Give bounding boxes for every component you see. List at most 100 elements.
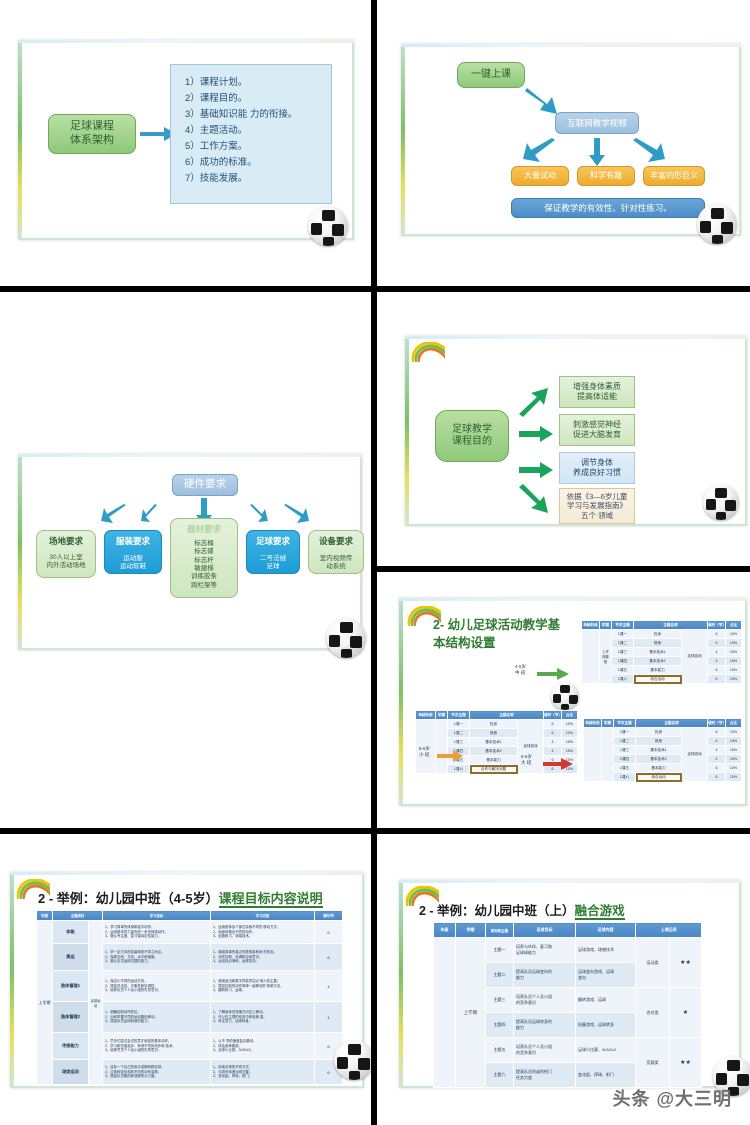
td: 10%	[725, 638, 742, 648]
td: 1课一	[613, 727, 636, 737]
td-topic: 主题一	[485, 937, 514, 963]
td: 基本能力	[633, 665, 682, 675]
td-topic: 主题五	[485, 1037, 514, 1063]
td-goal: 培养队员个人及小组 的竞争意识	[513, 987, 576, 1013]
slide1-item: 6）成功的标准。	[185, 157, 257, 168]
slide2-root-node: 一键上课	[457, 62, 525, 88]
slide1-item: 3）基础知识能 力的衔接。	[185, 109, 298, 120]
th: 学期	[435, 710, 448, 720]
td: 6	[543, 728, 562, 738]
slide7-title-plain: 2 - 举例：幼儿园中班（上）	[419, 904, 575, 918]
td: 1课五	[611, 665, 634, 675]
th: 年龄阶段	[583, 718, 602, 728]
td: 基本能力	[469, 755, 518, 765]
slide5-table-bottom-left-wrap: 5-6岁 小 班 年龄阶段 学期 节次主题 主题名称 课时（节） 占比	[415, 710, 578, 774]
slide6-title-underline: 课程目标内容说明	[218, 891, 323, 908]
td-content: 足球小比赛、3v3/2v2	[575, 1037, 636, 1063]
slide3-col-4: 设备要求 室内视频传 动系统	[308, 530, 364, 574]
slide-5: 2- 幼儿足球活动教学基 本结构设置 4-5岁 中 班 年龄阶段 学期	[399, 598, 747, 806]
slide7-table: 年级 学期 教材和主题 足球目标 足球内容 上课区间 上学期 主题一 培养与伙伴…	[433, 922, 702, 1088]
slide1-item: 7）技能发展。	[185, 173, 248, 184]
slide7-title: 2 - 举例：幼儿园中班（上）融合游戏	[419, 900, 625, 920]
slide5-table-top-right: 年龄阶段 学期 节次主题 主题名称 课时（节） 占比 上学期课程 1课一 热身 …	[581, 620, 742, 684]
td-content: 翻转游戏、运球	[575, 987, 636, 1013]
slide2-footer-node: 保证教学的有效性、针对性练习。	[511, 198, 705, 218]
td: 6	[707, 772, 726, 782]
td: 15%	[725, 745, 742, 755]
th: 年级	[433, 922, 456, 938]
td-goal: 1、学一定方向的初级和查不同之间点。 2、保象空间、方向、水平和速度。 3、服从…	[102, 943, 211, 971]
td: 4	[707, 647, 726, 657]
td: 基本技术2	[469, 746, 518, 756]
td: 1课六	[611, 674, 634, 684]
td-hours: 4	[314, 970, 343, 1002]
td-term: 上学期课程	[599, 629, 612, 684]
td: 6	[707, 736, 726, 746]
slide4-target-3: 依据《3—6岁儿童 学习与发展指南》 五个 领域	[559, 488, 635, 524]
th: 足球目标	[513, 922, 576, 938]
td-goal: 提高队员的或的射门 任务力度	[513, 1062, 576, 1088]
slide2-branch-0: 大量试动	[511, 166, 569, 186]
td-content: 1、增强简单有重点的表现各种身 的形态。 2、动作控制、协调和空间意识。 3、运…	[210, 943, 315, 971]
td: 6	[707, 638, 726, 648]
arrow-down-left-icon	[523, 138, 555, 162]
table-row: 球类运动 1、目标一个自己的用手或脚转移定球。 2、过各种变化和其不同的动作姿势…	[37, 1059, 343, 1085]
td-theme: 球类运动	[52, 1059, 89, 1085]
td-zone: 运动类	[635, 937, 670, 988]
arrow-right-icon	[537, 668, 569, 680]
slide-panel-7: 2 - 举例：幼儿园中班（上）融合游戏 年级 学期 教材和主题 足球目标 足球内…	[377, 834, 750, 1125]
td-highlighted: 综合运动	[633, 674, 682, 684]
td-theme: 奥运	[52, 943, 89, 971]
td-goal: 提高队员运球变向的 能力	[513, 962, 576, 988]
th: 上课区间	[635, 922, 702, 938]
td: 熟悉	[633, 638, 682, 648]
slide5-table-bottom-right-wrap: 5-6岁 大 班 年龄阶段 学期 节次主题 主题名称 课时（节） 占比	[521, 718, 742, 782]
td: 6	[707, 629, 726, 639]
th: 年龄阶段	[415, 710, 436, 720]
td: 1课四	[613, 754, 636, 764]
slide-panel-3: 硬件要求 场地要求 30人以上室 内外活动场地 服装要求	[0, 292, 371, 828]
td-topic: 主题三	[485, 987, 514, 1013]
td: 15%	[561, 737, 578, 747]
td: 基本技术1	[469, 737, 518, 747]
td-goal: 1、目标一个自己的用手或脚转移定球。 2、过各种变化和其不同的动作姿势。 3、提…	[102, 1059, 211, 1085]
slide-panel-2: 一键上课 互联网教学视频 大量试动 科学有趣 丰富的形巨义 保证教学的有效性、针…	[377, 0, 750, 286]
soccer-ball-icon	[308, 206, 348, 246]
slide-1: 足球课程 体系架构 1）课程计划。 2）课程目的。 3）基础知识能 力的衔接。 …	[18, 40, 354, 246]
slide2-branch-1: 科学有趣	[577, 166, 635, 186]
td: 6	[543, 719, 562, 729]
td: 1课六	[613, 772, 636, 782]
th: 学习目标	[102, 910, 211, 921]
table-header-row: 年龄阶段 学期 节次主题 主题名称 课时（节） 占比	[581, 620, 742, 630]
td-theme: 体能	[52, 920, 89, 944]
th: 学期	[36, 910, 53, 921]
td-term	[601, 727, 614, 782]
td: 4	[543, 737, 562, 747]
slide-panel-5: 2- 幼儿足球活动教学基 本结构设置 4-5岁 中 班 年龄阶段 学期	[377, 572, 750, 828]
td-goal: 提高队员运球转身的 能力	[513, 1012, 576, 1038]
td: 15%	[561, 746, 578, 756]
td: 6	[543, 755, 562, 765]
td-age	[581, 629, 600, 684]
td: 热身	[635, 727, 682, 737]
slide3-col-body: 二号法绒 足球	[260, 554, 286, 571]
slide3-col-head: 器材要求	[186, 524, 221, 534]
td: 1课四	[611, 656, 634, 666]
table-header-row: 年级 学期 教材和主题 足球目标 足球内容 上课区间	[433, 922, 702, 938]
slide1-item: 2）课程目的。	[185, 93, 248, 104]
slide3-root-node: 硬件要求	[172, 474, 238, 496]
td-goal: 培养队员个人及小组 的竞争意识	[513, 1037, 576, 1063]
th: 节次主题	[447, 710, 470, 720]
arrow-right-icon-2	[519, 426, 553, 442]
td: 熟悉	[469, 728, 518, 738]
th: 教材和主题	[485, 922, 514, 938]
td: 热身	[469, 719, 518, 729]
td: 6	[707, 665, 726, 675]
td: 基本技术2	[633, 656, 682, 666]
td-grade	[433, 937, 456, 1088]
slide2-mid-node: 互联网教学视频	[555, 112, 639, 134]
soccer-ball-icon	[713, 1056, 750, 1096]
th: 占比	[725, 620, 742, 630]
table-row: 1课四 基本技术2 4 15%	[584, 754, 742, 764]
th: 课时/节	[314, 910, 343, 921]
